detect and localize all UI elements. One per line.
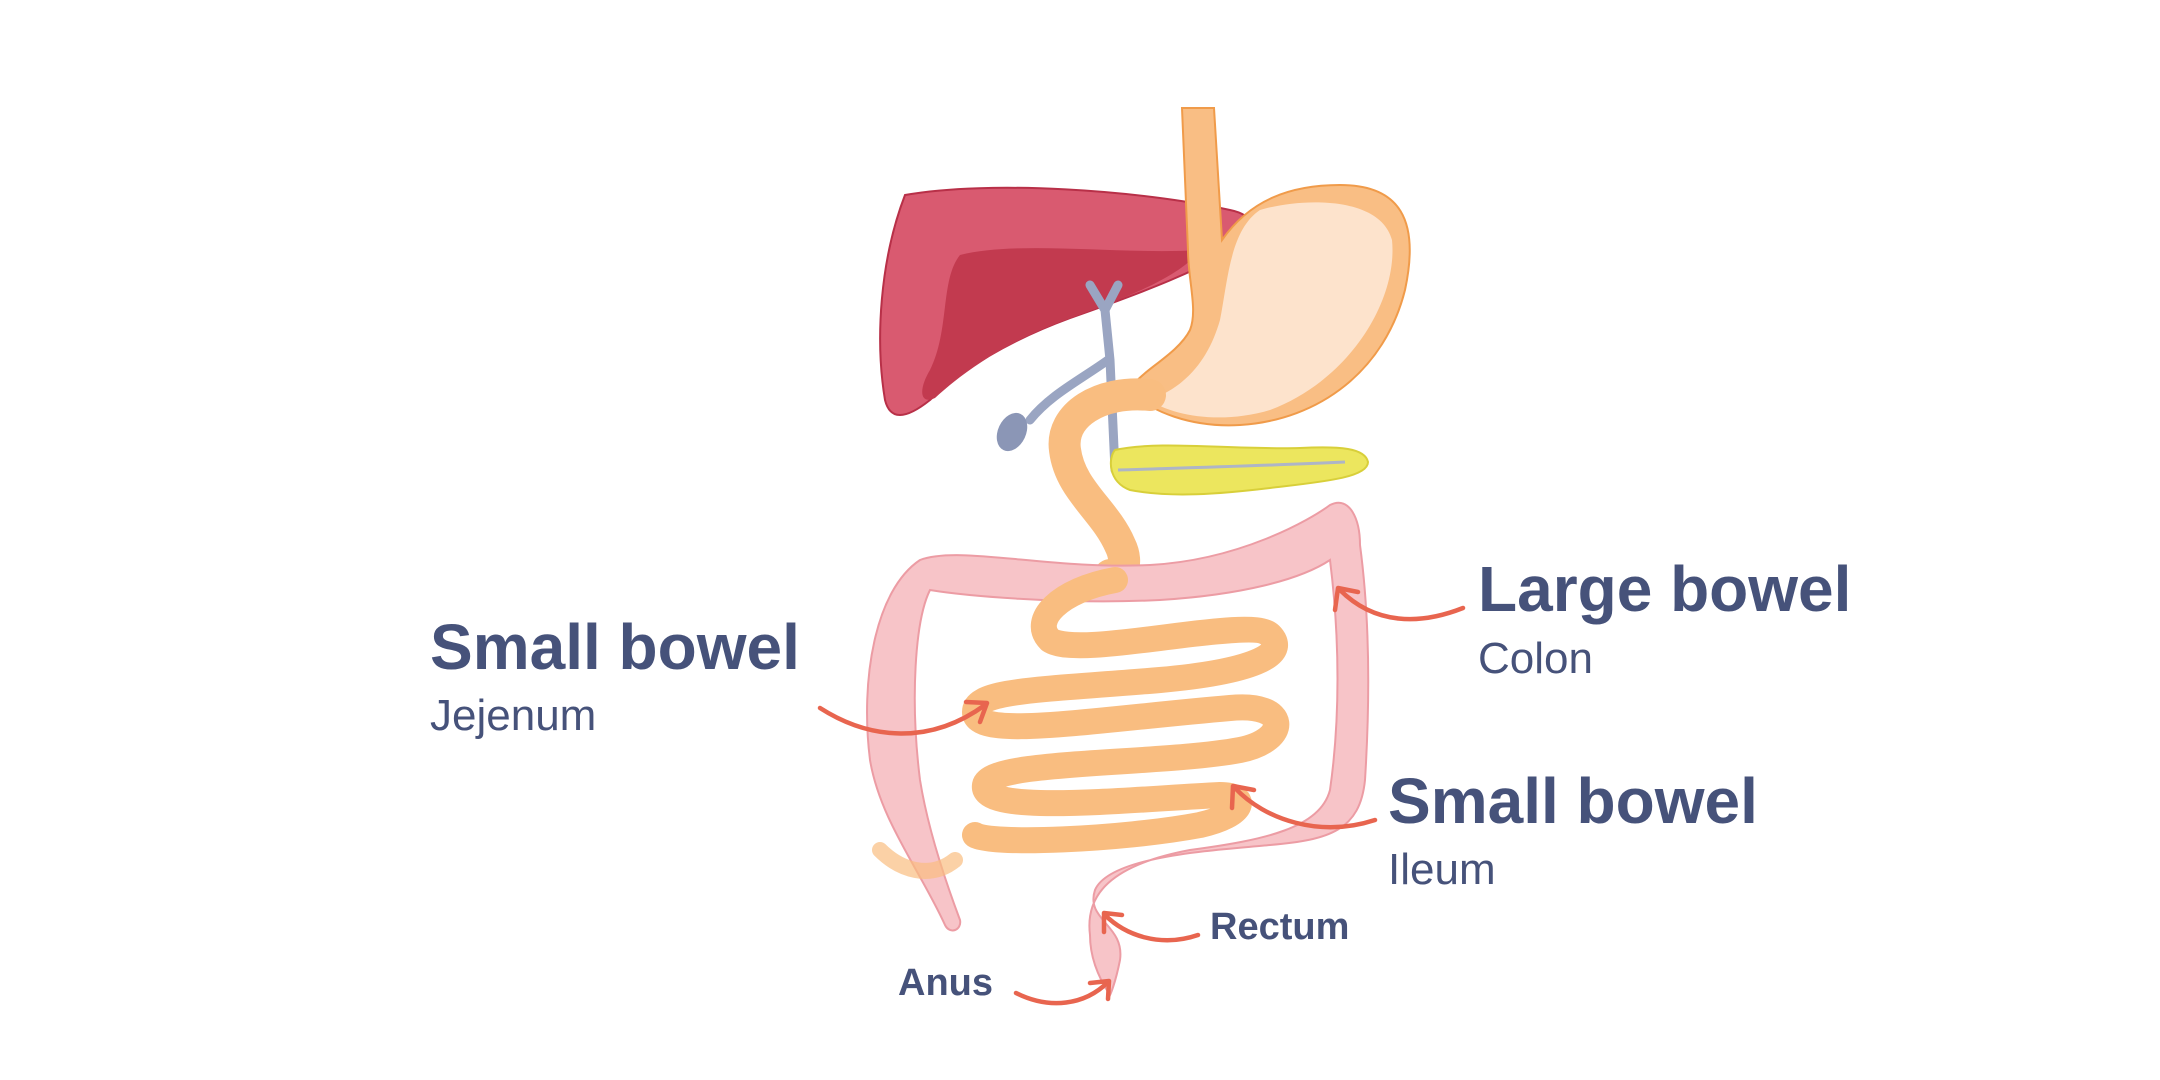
- arrow-rectum: [1102, 912, 1201, 943]
- small-intestine: [962, 567, 1290, 854]
- label-anus: Anus: [898, 962, 993, 1004]
- arrow-small-bowel-ileum: [1232, 785, 1378, 830]
- arrow-anus-head: [1087, 978, 1112, 1002]
- large-bowel: [866, 501, 1370, 997]
- label-rectum: Rectum: [1210, 906, 1349, 948]
- arrow-large-bowel-head: [1332, 585, 1361, 613]
- label-small-bowel-ileum-subtitle: Ileum: [1388, 845, 1496, 894]
- label-large-bowel-subtitle: Colon: [1478, 634, 1593, 683]
- arrow-small-bowel-jejenum-head: [963, 699, 990, 725]
- arrow-anus: [1013, 979, 1111, 1006]
- label-small-bowel-ileum-title: Small bowel: [1388, 765, 1758, 837]
- arrow-rectum-head: [1101, 910, 1125, 935]
- label-large-bowel-title: Large bowel: [1478, 553, 1851, 625]
- arrow-large-bowel: [1337, 587, 1466, 622]
- label-small-bowel-jejenum-title: Small bowel: [430, 611, 800, 683]
- arrow-small-bowel-jejenum: [817, 702, 988, 736]
- stomach: [1131, 107, 1411, 427]
- arrow-small-bowel-ileum-head: [1229, 783, 1257, 811]
- pancreas: [1109, 444, 1370, 496]
- gallbladder: [996, 280, 1123, 475]
- duodenum: [1048, 378, 1166, 592]
- label-small-bowel-jejenum-subtitle: Jejenum: [430, 691, 596, 740]
- liver: [879, 186, 1255, 416]
